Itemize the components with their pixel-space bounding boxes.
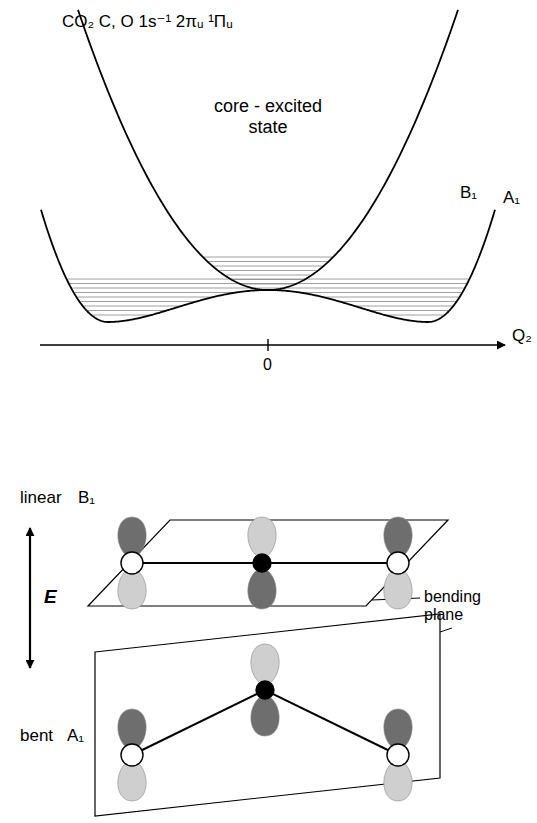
p-orbital-lobe <box>251 694 279 736</box>
polarization-arrow <box>29 528 31 668</box>
state-symbol: A₁ <box>503 188 520 208</box>
state-symbol: B₁ <box>460 183 477 203</box>
geometry-label: linear <box>20 488 62 508</box>
oxygen-atom <box>387 744 409 766</box>
q2-axis <box>40 344 505 346</box>
axis-label: Q₂ <box>512 326 532 346</box>
a1-curve <box>41 210 495 322</box>
state-symbol: B₁ <box>78 488 95 508</box>
oxygen-atom <box>121 552 143 574</box>
b1-curve <box>78 10 458 290</box>
state-title: CO₂ C, O 1s⁻¹ 2πᵤ ¹Πᵤ <box>62 12 233 32</box>
carbon-atom <box>256 681 274 699</box>
vertical-plane <box>95 614 440 816</box>
oxygen-atom <box>387 552 409 574</box>
field-label: E <box>44 586 57 608</box>
geometry-label: bent <box>20 726 53 746</box>
carbon-atom <box>253 554 271 572</box>
bond <box>132 690 398 755</box>
axis-tick <box>267 339 268 351</box>
state-label: core - excited state <box>198 96 338 137</box>
plane-label: bending plane <box>424 588 524 625</box>
oxygen-atom <box>121 744 143 766</box>
leader-line <box>440 628 452 632</box>
vibrational-levels <box>68 257 468 315</box>
p-orbital-lobe <box>248 567 276 609</box>
axis-value: 0 <box>263 356 272 374</box>
p-orbital-lobe <box>248 517 276 559</box>
p-orbital-lobe <box>251 644 279 686</box>
state-symbol: A₁ <box>67 726 84 746</box>
